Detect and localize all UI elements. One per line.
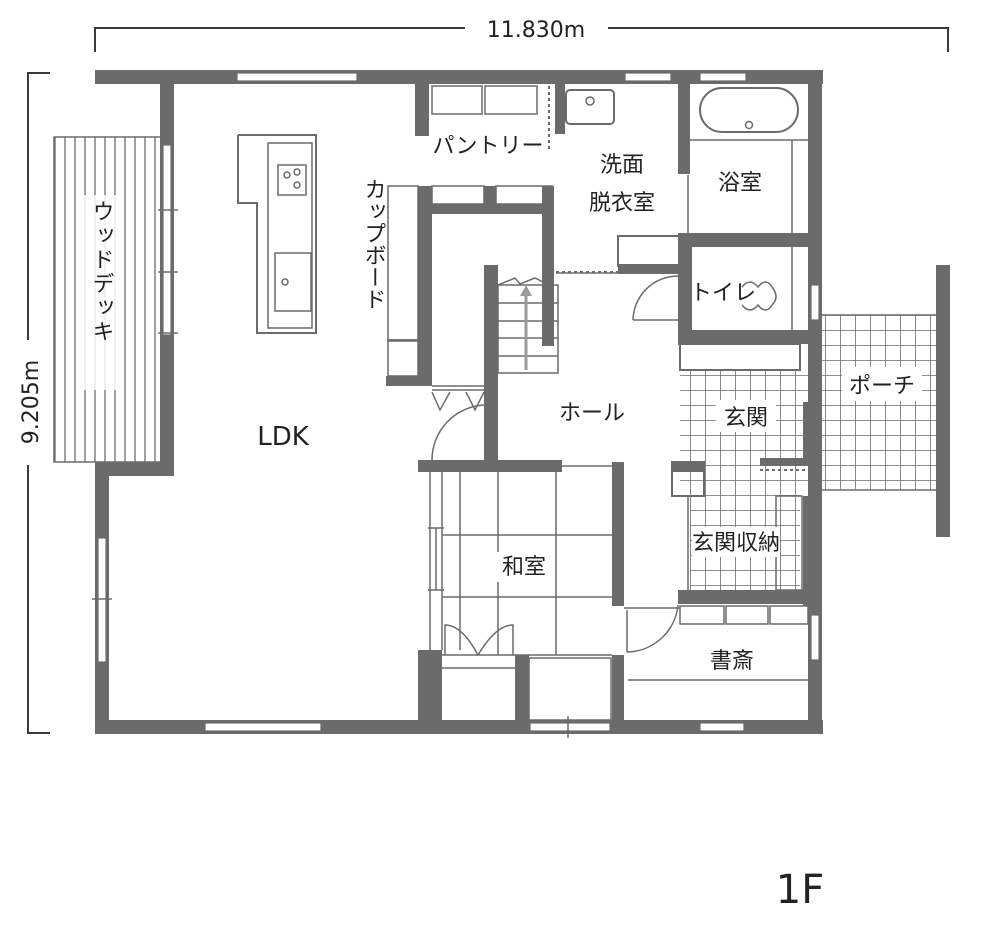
closet-door-left-icon <box>444 624 479 656</box>
toilet-door-swing-icon <box>632 275 679 321</box>
study: 書斎 <box>622 604 809 720</box>
pantry: パントリー <box>415 84 550 159</box>
porch: ポーチ <box>819 265 950 537</box>
bathtub-icon <box>699 87 799 133</box>
window-washroom <box>624 72 672 82</box>
cupboard-label: カップボード <box>361 178 386 310</box>
japanese-room: 和室 <box>418 460 624 734</box>
window-top-ldk <box>236 72 358 82</box>
porch-side-wall <box>936 265 950 537</box>
window-ldk-west <box>97 537 107 663</box>
window-bath <box>699 72 747 82</box>
entrance-label: 玄関 <box>724 406 768 431</box>
cooktop-icon <box>277 164 307 196</box>
window-study <box>699 722 745 732</box>
ldk-label: LDK <box>257 422 310 452</box>
pantry-label: パントリー <box>432 134 543 159</box>
study-label: 書斎 <box>710 649 754 674</box>
wood-deck: ウッドデッキ <box>53 136 162 463</box>
toilet-label: トイレ <box>690 281 756 306</box>
toilet: トイレ <box>632 233 822 345</box>
hall-label: ホール <box>559 401 625 426</box>
door-swing-icon <box>431 404 485 461</box>
stairs-block <box>418 185 620 465</box>
window-toilet <box>810 284 820 321</box>
width-dimension: 11.830m <box>94 18 949 52</box>
window-study-east <box>810 614 820 661</box>
washroom: 洗面 脱衣室 <box>555 84 690 274</box>
windows <box>92 72 820 738</box>
cupboard: カップボード <box>361 178 419 386</box>
closet-door-right-icon <box>477 624 514 656</box>
window-bottom-ldk <box>204 722 322 732</box>
floor-label: 1F <box>776 867 824 913</box>
kitchen-counter <box>237 134 317 334</box>
entrance-storage: 玄関収納 <box>678 495 822 606</box>
interior-walls <box>418 460 432 472</box>
bathroom-label: 浴室 <box>718 171 762 196</box>
sink-icon <box>274 252 312 312</box>
width-dimension-label: 11.830m <box>487 18 585 43</box>
window-bottom-center <box>529 722 611 732</box>
porch-label: ポーチ <box>849 374 915 399</box>
washroom-label-line2: 脱衣室 <box>589 191 655 216</box>
toilet-bowl-icon <box>741 281 777 311</box>
window-deck-door <box>162 144 172 336</box>
depth-dimension: 9.205m <box>19 72 50 734</box>
washroom-label-line1: 洗面 <box>600 153 644 178</box>
washbasin-icon <box>565 89 615 125</box>
japanese-room-label: 和室 <box>502 555 546 580</box>
stairs <box>497 277 559 374</box>
wood-deck-label: ウッドデッキ <box>89 200 114 344</box>
study-door-swing-icon <box>626 604 679 653</box>
depth-dimension-label: 9.205m <box>19 360 44 444</box>
entrance: 玄関 <box>671 343 813 497</box>
entrance-storage-label: 玄関収納 <box>692 531 780 556</box>
bathroom: 浴室 <box>678 87 822 247</box>
